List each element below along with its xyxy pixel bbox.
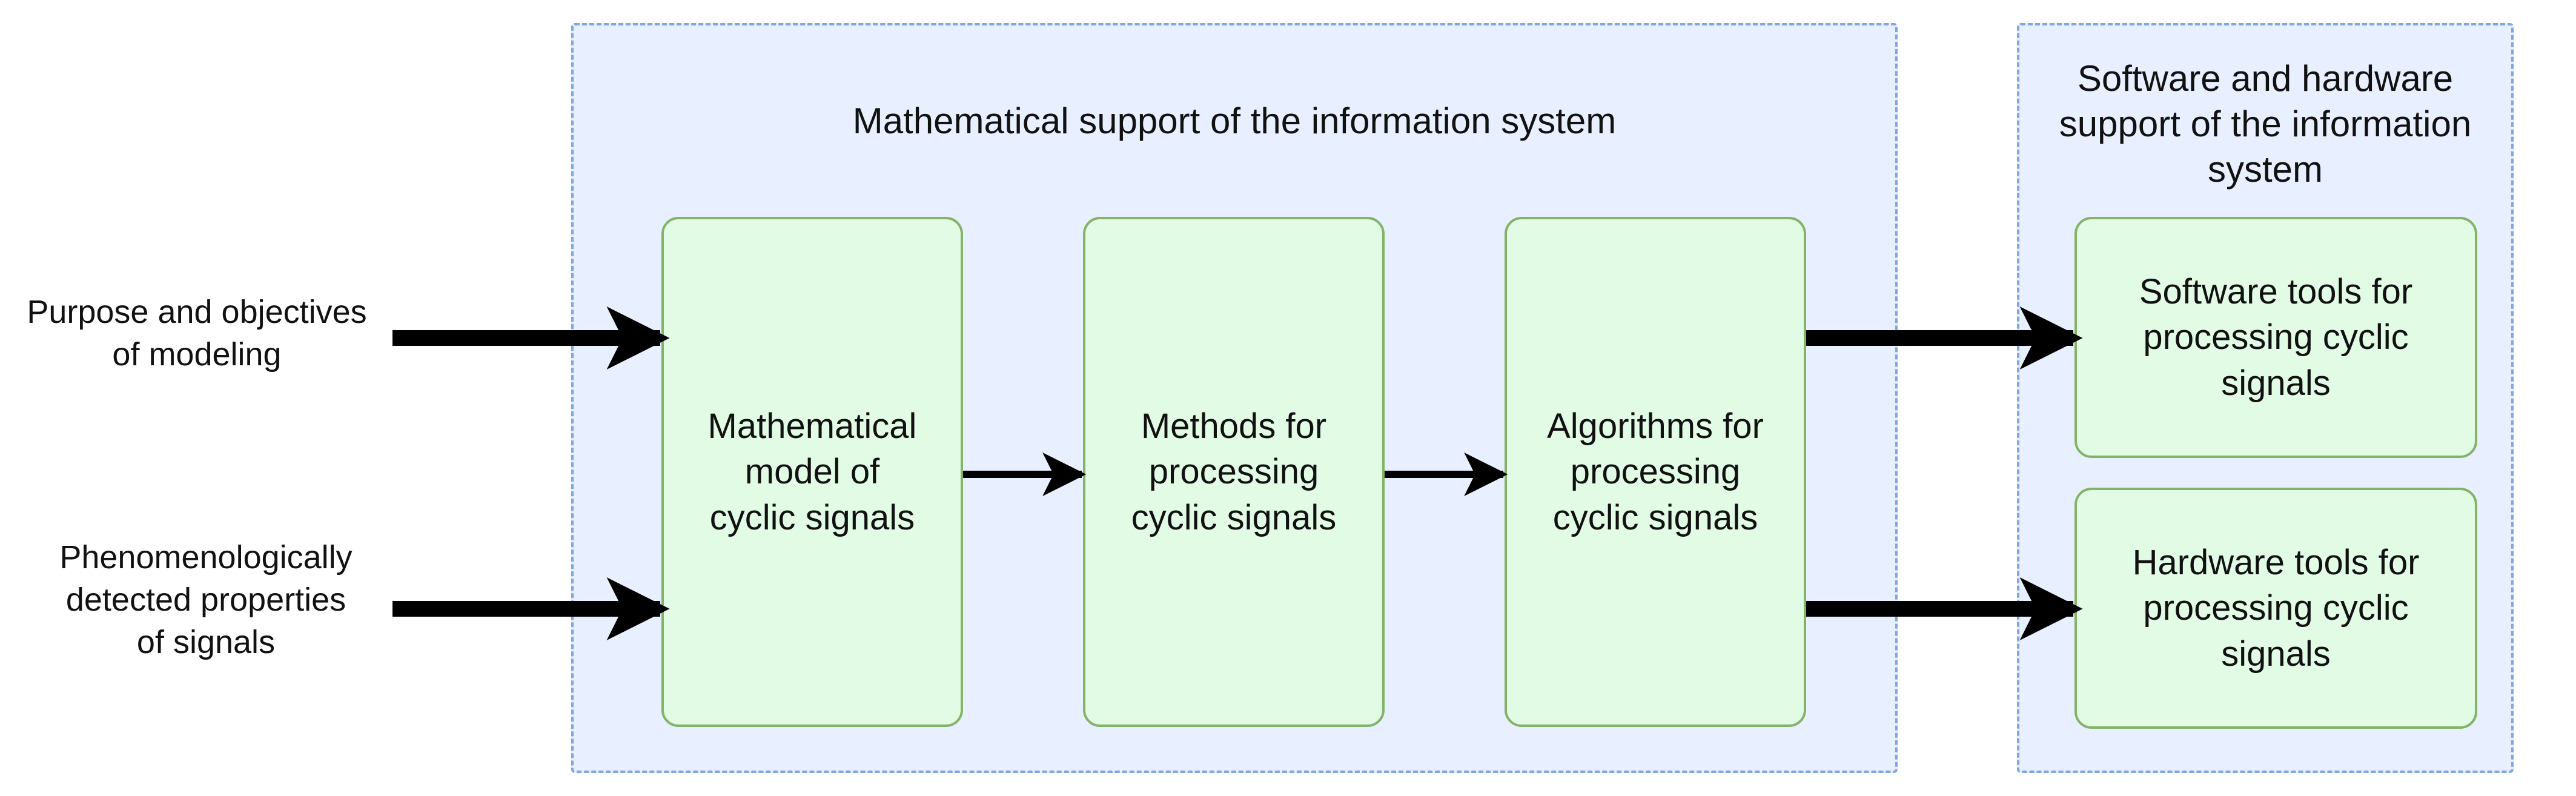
- node-math-model: Mathematical model of cyclic signals: [661, 217, 963, 727]
- soft-hard-support-title: Software and hardware support of the inf…: [2059, 58, 2472, 190]
- input-purpose-label: Purpose and objectives of modeling: [27, 294, 367, 373]
- node-algorithms-label: Algorithms for processing cyclic signals: [1547, 406, 1764, 537]
- node-methods: Methods for processing cyclic signals: [1083, 217, 1385, 727]
- node-software-tools-label: Software tools for processing cyclic sig…: [2139, 271, 2413, 403]
- node-math-model-label: Mathematical model of cyclic signals: [707, 406, 917, 537]
- node-software-tools: Software tools for processing cyclic sig…: [2074, 217, 2477, 458]
- math-support-title: Mathematical support of the information …: [852, 101, 1617, 141]
- node-hardware-tools: Hardware tools for processing cyclic sig…: [2074, 488, 2477, 729]
- node-hardware-tools-label: Hardware tools for processing cyclic sig…: [2132, 542, 2420, 674]
- input-phenomena-label: Phenomenologically detected properties o…: [59, 539, 353, 661]
- node-methods-label: Methods for processing cyclic signals: [1131, 406, 1337, 537]
- node-algorithms: Algorithms for processing cyclic signals: [1505, 217, 1806, 727]
